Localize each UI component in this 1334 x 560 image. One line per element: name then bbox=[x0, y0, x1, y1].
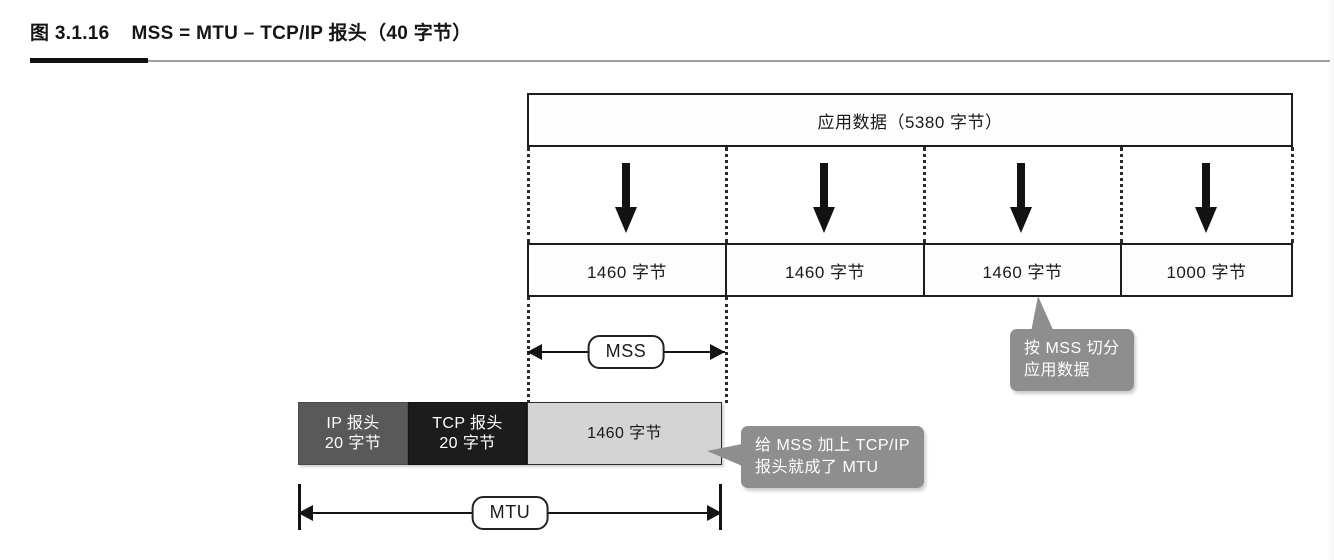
segment-cell-1: 1460 字节 bbox=[529, 245, 727, 295]
tcp-header-line-1: TCP 报头 bbox=[432, 414, 503, 432]
arrow-head bbox=[1195, 207, 1217, 233]
measure-arrowhead-left-icon bbox=[527, 344, 542, 360]
caption-rule-accent bbox=[30, 58, 148, 63]
measure-arrowhead-left-icon bbox=[298, 505, 313, 521]
guide-dotted-right-lower bbox=[725, 297, 728, 403]
segment-label: 1460 字节 bbox=[982, 262, 1063, 282]
segment-label: 1460 字节 bbox=[784, 262, 866, 282]
guide-dotted-left-upper bbox=[527, 147, 530, 243]
down-arrow-icon-2 bbox=[813, 163, 835, 235]
ip-header-block: IP 报头 20 字节 bbox=[298, 402, 408, 465]
guide-dotted-mid1-upper bbox=[725, 147, 728, 243]
segment-cell-2: 1460 字节 bbox=[727, 245, 925, 295]
guide-dotted-mid3-upper bbox=[1120, 147, 1123, 243]
mtu-packet-row: IP 报头 20 字节 TCP 报头 20 字节 1460 字节 bbox=[298, 402, 722, 465]
arrow-stem bbox=[820, 163, 828, 209]
measure-arrowhead-right-icon bbox=[707, 505, 722, 521]
callout-split-by-mss: 按 MSS 切分 应用数据 bbox=[1010, 329, 1134, 392]
callout-line-2: 应用数据 bbox=[1024, 361, 1091, 379]
mss-measure-bar: MSS bbox=[527, 335, 725, 369]
figure-caption-text: MSS = MTU – TCP/IP 报头（40 字节） bbox=[131, 23, 472, 44]
application-data-label: 应用数据（5380 字节） bbox=[817, 112, 1003, 132]
arrow-stem bbox=[622, 163, 630, 209]
figure-number: 图 3.1.16 bbox=[30, 23, 110, 44]
guide-dotted-right-upper bbox=[1291, 147, 1294, 243]
callout-line-1: 给 MSS 加上 TCP/IP bbox=[755, 437, 911, 454]
payload-block: 1460 字节 bbox=[527, 402, 722, 465]
tcp-header-line-2: 20 字节 bbox=[439, 434, 496, 452]
measure-arrowhead-right-icon bbox=[710, 344, 725, 360]
arrow-head bbox=[813, 207, 835, 233]
mss-label: MSS bbox=[587, 335, 665, 369]
guide-dotted-mid2-upper bbox=[923, 147, 926, 243]
tcp-header-block: TCP 报头 20 字节 bbox=[408, 402, 527, 465]
payload-label: 1460 字节 bbox=[587, 424, 662, 442]
segment-cell-4: 1000 字节 bbox=[1122, 245, 1291, 295]
ip-header-line-2: 20 字节 bbox=[324, 434, 382, 452]
callout-mtu-tail bbox=[707, 443, 747, 468]
callout-split-tail bbox=[1031, 296, 1054, 332]
arrow-stem bbox=[1017, 163, 1025, 209]
application-data-box: 应用数据（5380 字节） bbox=[527, 93, 1293, 147]
segment-label: 1460 字节 bbox=[586, 262, 668, 282]
arrow-head bbox=[1010, 207, 1032, 233]
ip-header-line-1: IP 报头 bbox=[326, 414, 380, 432]
page-edge-shadow bbox=[1328, 0, 1334, 560]
mtu-measure-bar: MTU bbox=[298, 484, 722, 530]
callout-line-2: 报头就成了 MTU bbox=[755, 458, 879, 476]
callout-mss-plus-headers: 给 MSS 加上 TCP/IP 报头就成了 MTU bbox=[741, 426, 925, 489]
mtu-label: MTU bbox=[471, 496, 549, 530]
segment-cell-3: 1460 字节 bbox=[925, 245, 1122, 295]
segment-row: 1460 字节 1460 字节 1460 字节 1000 字节 bbox=[527, 243, 1293, 297]
figure-caption: 图 3.1.16 MSS = MTU – TCP/IP 报头（40 字节） bbox=[30, 18, 472, 45]
segment-label: 1000 字节 bbox=[1166, 262, 1247, 282]
arrow-stem bbox=[1202, 163, 1210, 209]
down-arrow-icon-1 bbox=[615, 163, 637, 235]
callout-line-1: 按 MSS 切分 bbox=[1024, 340, 1120, 357]
down-arrow-icon-4 bbox=[1195, 163, 1217, 235]
caption-rule-gray bbox=[30, 60, 1330, 62]
arrow-head bbox=[615, 207, 637, 233]
down-arrow-icon-3 bbox=[1010, 163, 1032, 235]
